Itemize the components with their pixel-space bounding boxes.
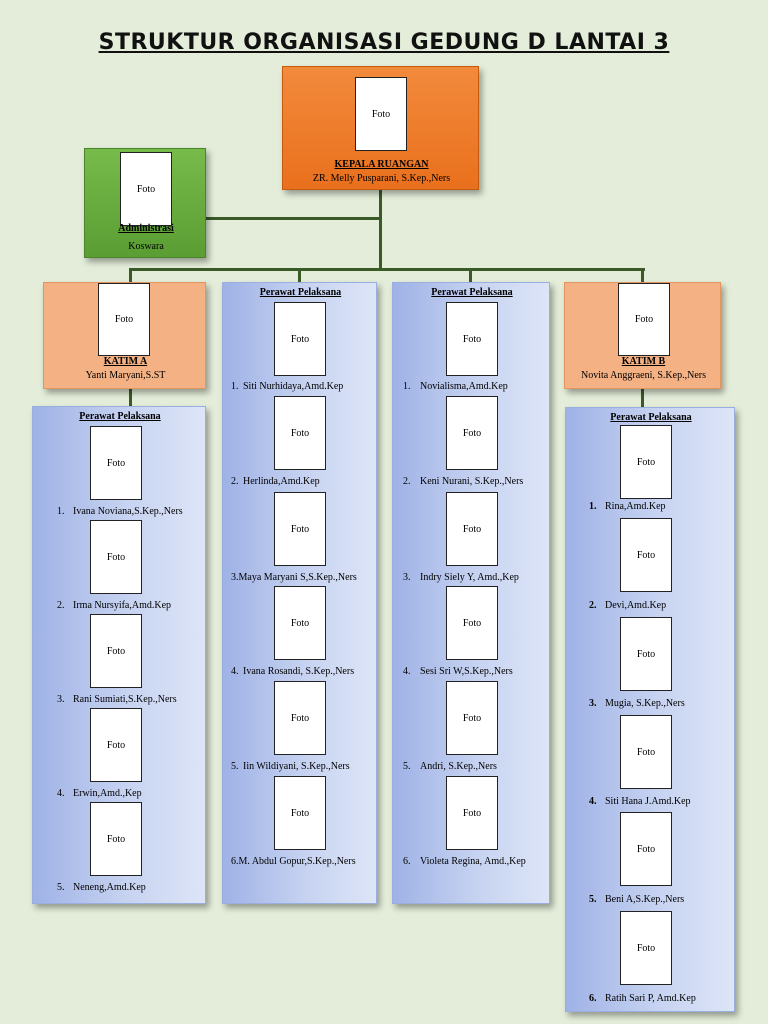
- admin-role: Administrasi: [118, 223, 174, 234]
- katim-a-box: Foto KATIM A Yanti Maryani,S.ST: [43, 282, 206, 389]
- staff-photo: Foto: [446, 776, 498, 850]
- list-item: 5.Beni A,S.Kep.,Ners: [589, 894, 685, 905]
- kepala-name: ZR. Melly Pusparani, S.Kep.,Ners: [312, 173, 451, 184]
- perawat-column-3: Perawat Pelaksana Foto 1.Novialisma,Amd.…: [392, 282, 550, 904]
- list-item: 4.Siti Hana J.Amd.Kep: [589, 796, 691, 807]
- list-item: 5.Neneng,Amd.Kep: [57, 882, 146, 893]
- list-item: 6.M. Abdul Gopur,S.Kep.,Ners: [231, 856, 356, 867]
- administrasi-box: Foto Administrasi Koswara: [84, 148, 206, 258]
- list-item: 3.Indry Siely Y, Amd.,Kep: [403, 572, 519, 583]
- page-title: STRUKTUR ORGANISASI GEDUNG D LANTAI 3: [98, 30, 670, 55]
- connector-katim-a-down: [129, 389, 132, 406]
- list-item: 3.Mugia, S.Kep.,Ners: [589, 698, 685, 709]
- admin-photo: Foto: [120, 152, 172, 226]
- staff-photo: Foto: [274, 586, 326, 660]
- staff-photo: Foto: [90, 520, 142, 594]
- connector-col2: [298, 268, 301, 282]
- katim-a-name: Yanti Maryani,S.ST: [85, 370, 166, 381]
- connector-admin: [205, 217, 381, 220]
- list-item: 2.Herlinda,Amd.Kep: [231, 476, 320, 487]
- list-item: 1.Rina,Amd.Kep: [589, 501, 666, 512]
- staff-photo: Foto: [620, 617, 672, 691]
- kepala-role: KEPALA RUANGAN: [334, 159, 429, 170]
- list-item: 4.Sesi Sri W,S.Kep.,Ners: [403, 666, 513, 677]
- list-item: 2.Keni Nurani, S.Kep.,Ners: [403, 476, 524, 487]
- connector-col3: [469, 268, 472, 282]
- list-item: 2.Devi,Amd.Kep: [589, 600, 667, 611]
- list-item: 1.Siti Nurhidaya,Amd.Kep: [231, 381, 344, 392]
- katim-b-box: Foto KATIM B Novita Anggraeni, S.Kep.,Ne…: [564, 282, 721, 389]
- list-item: 6.Violeta Regina, Amd.,Kep: [403, 856, 526, 867]
- connector-katim-b: [641, 268, 644, 282]
- staff-photo: Foto: [446, 492, 498, 566]
- list-item: 6.Ratih Sari P, Amd.Kep: [589, 993, 696, 1004]
- kepala-photo: Foto: [355, 77, 407, 151]
- staff-photo: Foto: [90, 802, 142, 876]
- staff-photo: Foto: [446, 586, 498, 660]
- list-item: 4.Erwin,Amd.,Kep: [57, 788, 142, 799]
- staff-photo: Foto: [446, 302, 498, 376]
- list-item: 3.Maya Maryani S,S.Kep.,Ners: [231, 572, 357, 583]
- staff-photo: Foto: [90, 614, 142, 688]
- list-item: 5.Iin Wildiyani, S.Kep.,Ners: [231, 761, 350, 772]
- column-header: Perawat Pelaksana: [79, 411, 161, 422]
- list-item: 2.Irma Nursyifa,Amd.Kep: [57, 600, 172, 611]
- admin-name: Koswara: [128, 241, 164, 252]
- katim-b-role: KATIM B: [621, 356, 666, 367]
- list-item: 3.Rani Sumiati,S.Kep.,Ners: [57, 694, 177, 705]
- list-item: 1.Ivana Noviana,S.Kep.,Ners: [57, 506, 183, 517]
- staff-photo: Foto: [620, 518, 672, 592]
- staff-photo: Foto: [274, 776, 326, 850]
- staff-photo: Foto: [446, 681, 498, 755]
- list-item: 5.Andri, S.Kep.,Ners: [403, 761, 497, 772]
- staff-photo: Foto: [90, 426, 142, 500]
- staff-photo: Foto: [274, 492, 326, 566]
- staff-photo: Foto: [446, 396, 498, 470]
- staff-photo: Foto: [620, 911, 672, 985]
- perawat-column-a: Perawat Pelaksana Foto 1.Ivana Noviana,S…: [32, 406, 206, 904]
- staff-photo: Foto: [620, 425, 672, 499]
- list-item: 4.Ivana Rosandi, S.Kep.,Ners: [231, 666, 355, 677]
- katim-b-name: Novita Anggraeni, S.Kep.,Ners: [581, 370, 706, 381]
- katim-b-photo: Foto: [618, 283, 670, 356]
- staff-photo: Foto: [620, 715, 672, 789]
- kepala-ruangan-box: Foto KEPALA RUANGAN ZR. Melly Pusparani,…: [282, 66, 479, 190]
- column-header: Perawat Pelaksana: [610, 412, 692, 423]
- connector-kepala-down: [379, 189, 382, 270]
- column-header: Perawat Pelaksana: [259, 287, 342, 298]
- staff-photo: Foto: [90, 708, 142, 782]
- column-header: Perawat Pelaksana: [431, 287, 513, 298]
- connector-katim-a: [129, 268, 132, 282]
- staff-photo: Foto: [274, 681, 326, 755]
- staff-photo: Foto: [620, 812, 672, 886]
- connector-katim-b-down: [641, 389, 644, 407]
- list-item: 1.Novialisma,Amd.Kep: [403, 381, 508, 392]
- staff-photo: Foto: [274, 396, 326, 470]
- perawat-column-b: Perawat Pelaksana Foto 1.Rina,Amd.Kep Fo…: [565, 407, 735, 1012]
- katim-a-photo: Foto: [98, 283, 150, 356]
- staff-photo: Foto: [274, 302, 326, 376]
- perawat-column-2: Perawat Pelaksana Foto 1.Siti Nurhidaya,…: [222, 282, 377, 904]
- connector-horizontal: [129, 268, 645, 271]
- katim-a-role: KATIM A: [103, 356, 148, 367]
